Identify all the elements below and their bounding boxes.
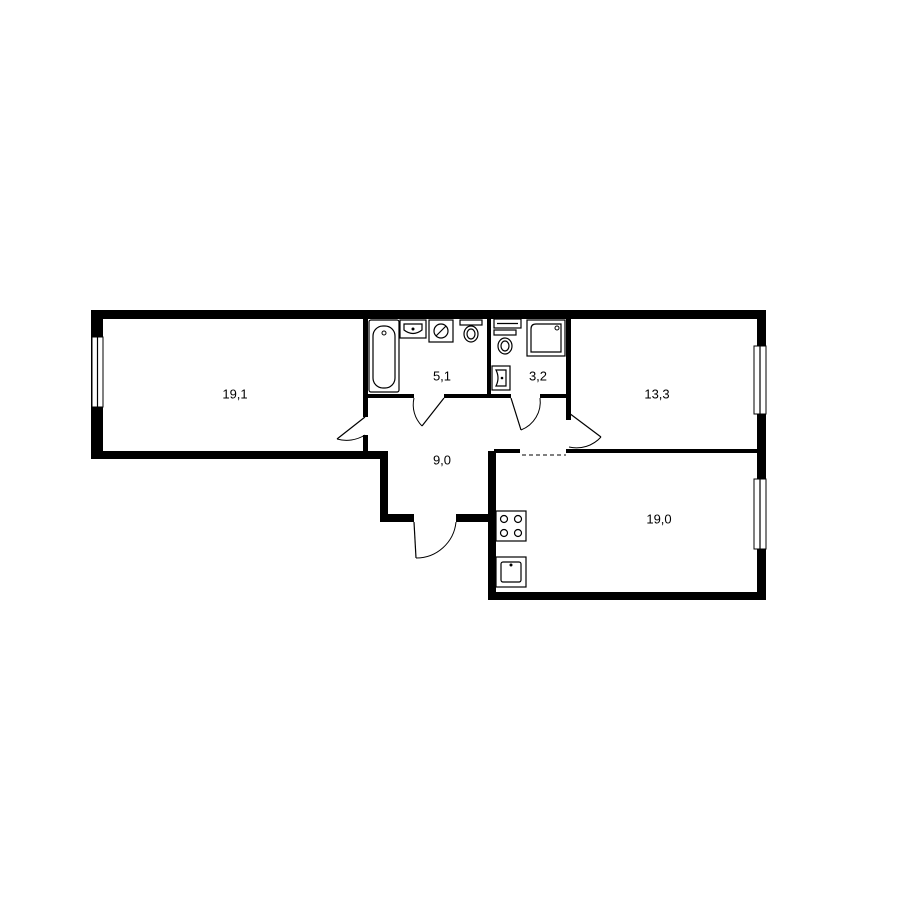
interior-walls <box>363 319 759 455</box>
toilet-icon <box>459 319 483 343</box>
washing-machine-icon <box>428 319 454 343</box>
area-label-kitchen-living: 19,0 <box>646 511 671 526</box>
window-left <box>91 336 104 408</box>
toilet-room-toilet-icon <box>493 329 517 355</box>
door-bedroom-right[interactable] <box>568 412 602 449</box>
toilet-room-washbasin-icon <box>491 365 511 391</box>
shower-icon <box>526 319 566 357</box>
area-label-toilet: 3,2 <box>529 368 547 383</box>
area-label-bedroom-left: 19,1 <box>222 386 247 401</box>
window-right-lower <box>753 478 767 550</box>
bathtub-icon <box>368 319 400 393</box>
washbasin-icon <box>399 319 427 339</box>
door-bedroom-left[interactable] <box>336 416 366 441</box>
stove-icon <box>495 510 527 542</box>
area-label-hall: 9,0 <box>433 452 451 467</box>
door-toilet[interactable] <box>510 397 541 431</box>
area-label-bathroom: 5,1 <box>433 368 451 383</box>
area-label-bedroom-right: 13,3 <box>644 386 669 401</box>
window-right-upper <box>753 345 767 415</box>
kitchen-sink-icon <box>495 556 527 588</box>
toilet-room-shelf-icon <box>493 318 522 329</box>
door-bathroom[interactable] <box>412 397 445 427</box>
door-entrance[interactable] <box>413 521 457 559</box>
